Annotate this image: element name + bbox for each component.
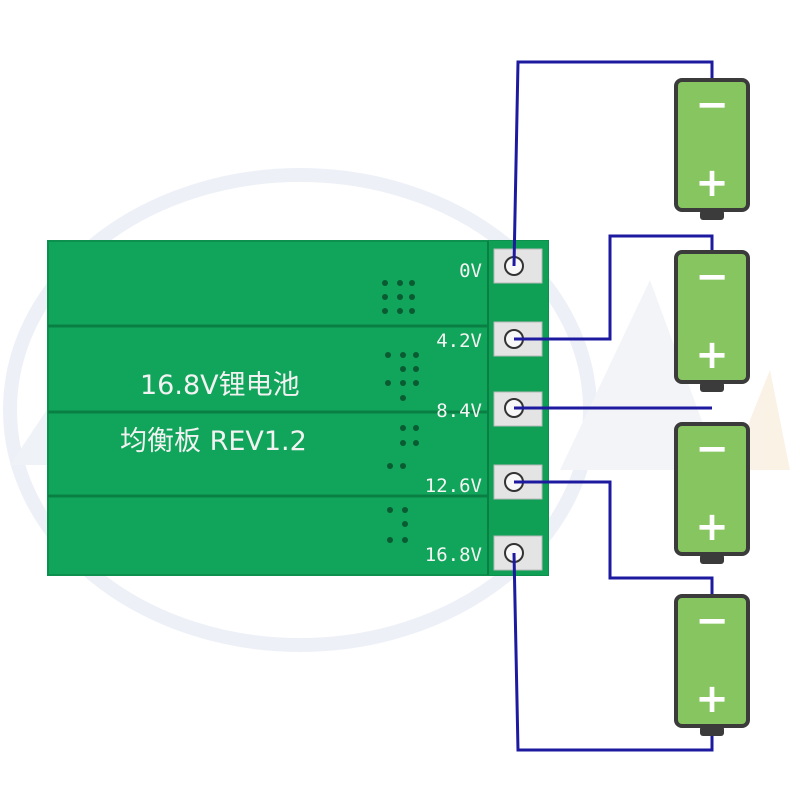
battery-positive-sign: + (695, 676, 729, 722)
pad-label-8v4: 8.4V (436, 400, 482, 422)
board-title-line1: 16.8V锂电池 (140, 370, 300, 401)
via-cluster (382, 280, 419, 543)
battery-4: − + (674, 594, 750, 736)
battery-positive-sign: + (695, 332, 729, 378)
wire-0v (512, 60, 714, 267)
wiring (512, 60, 714, 752)
wire-12v6 (514, 480, 714, 596)
battery-positive-sign: + (695, 504, 729, 550)
battery-negative-sign: − (695, 426, 729, 472)
pcb-body (48, 241, 548, 575)
battery-negative-sign: − (695, 82, 729, 128)
pad-label-4v2: 4.2V (436, 330, 482, 352)
battery-negative-sign: − (695, 254, 729, 300)
battery-3: − + (674, 422, 750, 564)
board-title-line2: 均衡板 REV1.2 (120, 426, 307, 457)
battery-1: − + (674, 78, 750, 220)
battery-2: − + (674, 250, 750, 392)
pad-label-12v6: 12.6V (425, 475, 482, 497)
pad-label-16v8: 16.8V (425, 544, 482, 566)
battery-positive-sign: + (695, 160, 729, 206)
solder-pad-0v (493, 248, 543, 284)
balance-board: 16.8V锂电池 均衡板 REV1.2 0V 4.2V 8.4V 12.6V 1… (47, 240, 549, 576)
pad-label-0v: 0V (459, 260, 482, 282)
battery-negative-sign: − (695, 598, 729, 644)
solder-pad-16v8 (493, 535, 543, 571)
wire-16v8 (512, 552, 714, 752)
wire-4v2 (514, 234, 714, 341)
